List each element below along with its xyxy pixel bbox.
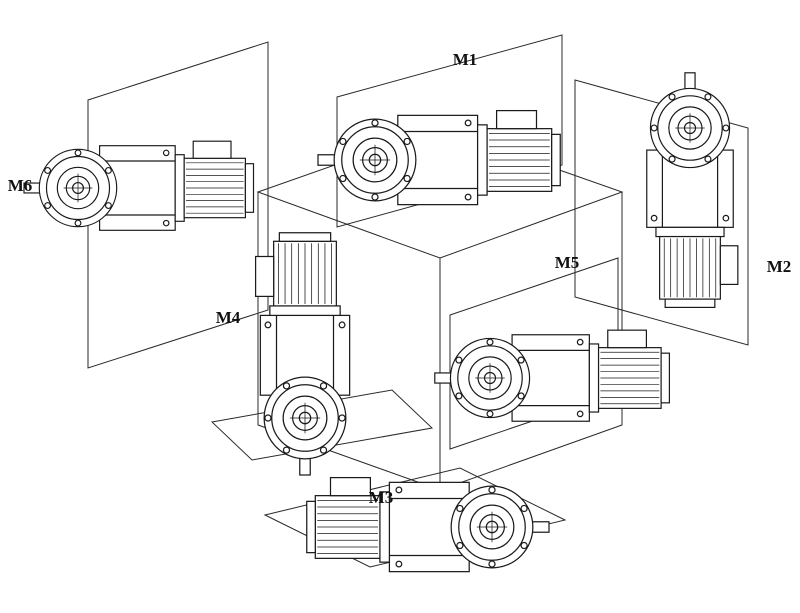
motor-m3 — [306, 476, 550, 573]
gearmotor-graphic — [434, 329, 670, 422]
label-m5: M5 — [555, 253, 580, 272]
motor-m1 — [317, 109, 561, 206]
motor-m4 — [254, 232, 351, 476]
gearmotor-graphic — [317, 109, 561, 206]
motor-m5 — [434, 329, 670, 422]
motor-m6 — [23, 140, 255, 231]
label-m6: M6 — [8, 176, 33, 195]
gearmotor-graphic — [254, 232, 351, 476]
position-labels: M1 M2 M3 M4 M5 M6 — [8, 50, 792, 507]
label-m3: M3 — [369, 488, 394, 507]
label-m2: M2 — [767, 257, 792, 276]
gearmotor-graphic — [306, 476, 550, 573]
label-m1: M1 — [453, 50, 478, 69]
mounting-plane-m1 — [336, 34, 563, 228]
label-m4: M4 — [216, 308, 241, 327]
mounting-plane-m6 — [87, 41, 269, 369]
gearmotor-graphic — [23, 140, 255, 231]
motor-m2 — [646, 72, 739, 308]
gearmotor-graphic — [646, 72, 739, 308]
